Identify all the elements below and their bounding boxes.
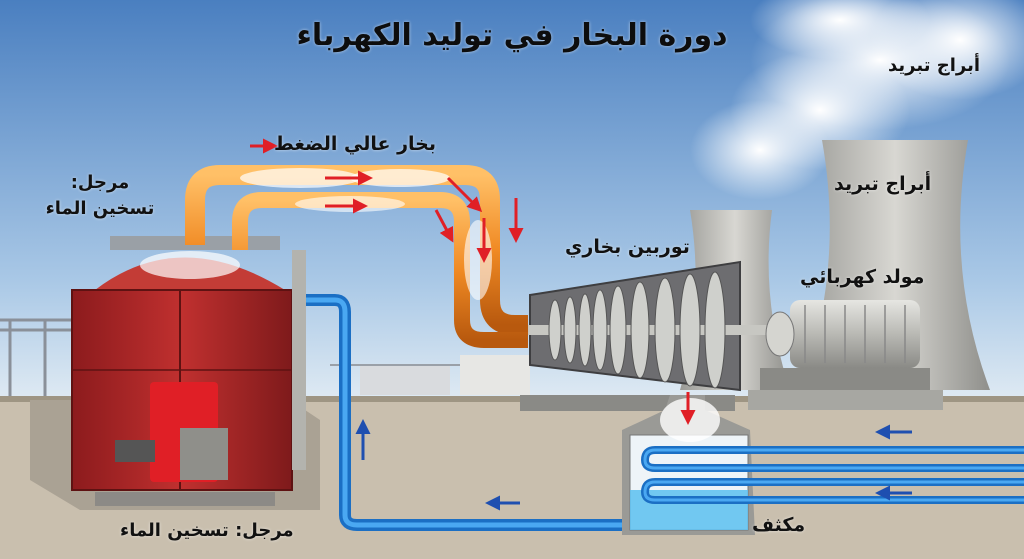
label-boiler-top-line2: تسخين الماء	[45, 198, 155, 219]
generator	[748, 300, 943, 410]
steam-turbine	[520, 260, 778, 411]
label-condenser: مكثف	[752, 514, 806, 536]
tower-steam-clouds	[690, 0, 1024, 200]
label-steam-turbine: توربين بخاري	[565, 236, 690, 258]
steam-pipes	[140, 165, 528, 348]
label-boiler-bottom: مرجل: تسخين الماء	[120, 520, 294, 541]
label-cooling-towers-top: أبراج تبريد	[888, 55, 980, 76]
label-boiler-top-line1: مرجل:	[70, 172, 130, 193]
condenser	[622, 395, 1024, 535]
burner	[115, 382, 228, 482]
label-boiler-top: مرجل: تسخين الماء	[40, 170, 160, 222]
label-cooling-towers: أبراج تبريد	[834, 173, 932, 195]
label-high-pressure-steam: بخار عالي الضغط	[273, 133, 437, 155]
page-title: دورة البخار في توليد الكهرباء	[296, 18, 728, 53]
distant-buildings	[330, 355, 530, 395]
water-flow-arrows	[355, 419, 912, 511]
steam-flow-arrows	[250, 138, 696, 425]
label-generator: مولد كهربائي	[800, 266, 925, 288]
pipe-rack-left	[0, 318, 75, 398]
